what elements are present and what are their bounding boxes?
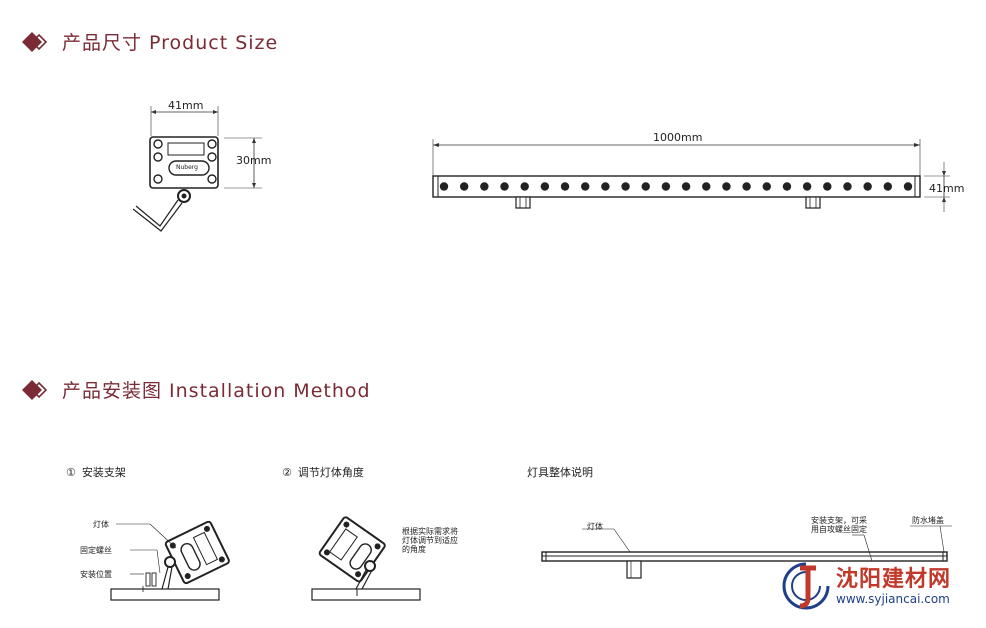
waterproof-cap-label: 防水堵盖 [912,516,944,525]
led-dot [903,182,913,191]
logo-text: Nuberg [176,164,198,171]
led-dot [601,182,610,191]
installation-title: 产品安装图 Installation Method [62,380,371,402]
length-label: 1000mm [653,131,703,144]
led-dot [782,182,792,191]
led-dot [762,182,771,191]
watermark-logo-icon [782,562,830,610]
led-dot [883,182,893,191]
led-dot [459,182,469,191]
led-dot [722,182,731,191]
watermark-url: www.syjiancai.com [836,592,950,606]
led-dot [560,182,570,191]
step2-note: 根据实际需求将 灯体调节到适应 的角度 [402,527,458,554]
led-dot [742,182,751,191]
led-dot [702,182,711,191]
led-dot [843,182,852,191]
led-dot [641,182,650,191]
diamond-bullet-icon [22,379,52,400]
product-size-heading: 产品尺寸 Product Size [22,28,278,55]
led-dot [661,182,671,191]
side-width-label: 41mm [168,99,204,112]
led-dot [823,182,832,191]
watermark-cn-text: 沈阳建材网 [836,567,952,592]
led-dot [863,182,872,191]
step-3-label: 灯具整体说明 [527,466,593,479]
front-height-label: 41mm [929,182,965,195]
installation-heading: 产品安装图 Installation Method [22,376,371,403]
side-height-label: 30mm [236,154,272,167]
overall-lamp-body-label: 灯体 [587,522,603,531]
led-dot [480,182,489,191]
watermark: 沈阳建材网 www.syjiancai.com [778,558,978,614]
diamond-bullet-icon [22,31,52,52]
led-dot [581,182,590,191]
led-dot [681,182,691,191]
led-dot [439,182,449,191]
step1-lamp-body-label: 灯体 [93,520,109,529]
step1-fixing-screw-label: 固定螺丝 [80,546,112,555]
led-dot [520,182,529,191]
step1-install-position-label: 安装位置 [80,570,112,579]
product-size-title: 产品尺寸 Product Size [62,32,279,54]
led-dot [802,182,812,191]
led-dot [621,182,630,191]
overall-bracket-note: 安装支架，可采 用自攻螺丝固定 [811,516,867,534]
led-dot [500,182,509,191]
led-dot [540,182,550,191]
